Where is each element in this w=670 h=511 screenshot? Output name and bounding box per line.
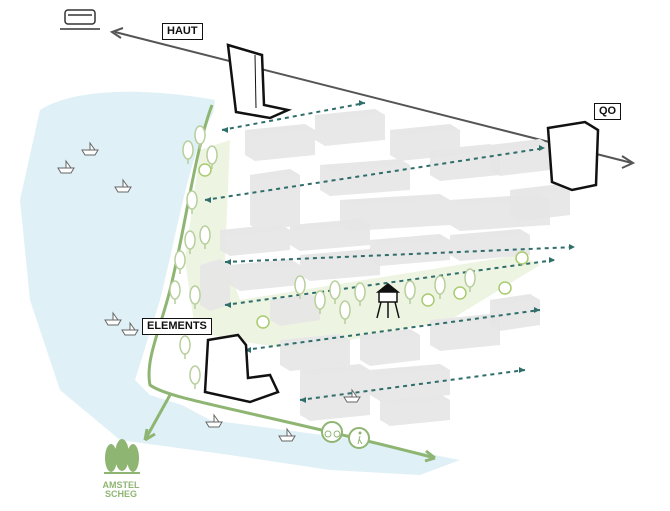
boat-icon bbox=[121, 321, 139, 336]
dashed-arrow bbox=[204, 147, 546, 201]
arrow-head bbox=[549, 257, 555, 263]
building-block bbox=[510, 184, 570, 221]
round-tree-icon bbox=[421, 293, 435, 307]
building-block bbox=[370, 234, 450, 266]
round-tree-icon bbox=[515, 251, 529, 265]
boat-icon bbox=[114, 178, 132, 193]
trees bbox=[169, 125, 529, 389]
tree-icon bbox=[182, 140, 194, 160]
tree-icon bbox=[189, 285, 201, 305]
building-block bbox=[320, 159, 410, 196]
label-elements: ELEMENTS bbox=[142, 318, 212, 335]
tree-icon bbox=[179, 335, 191, 355]
tree-icon bbox=[186, 190, 198, 210]
connection-arrows bbox=[204, 100, 576, 403]
tree-icon bbox=[169, 280, 181, 300]
arrow-head bbox=[225, 302, 231, 308]
arrow-head bbox=[519, 367, 525, 373]
boat-icon bbox=[278, 427, 296, 442]
amstel-scheg-icon bbox=[104, 439, 140, 474]
building-block bbox=[280, 334, 350, 371]
arrow-head bbox=[300, 397, 306, 403]
dashed-arrow bbox=[224, 246, 576, 263]
building-block bbox=[430, 144, 500, 181]
tree-icon bbox=[184, 230, 196, 250]
dashed-arrow bbox=[299, 369, 526, 401]
tree-icon bbox=[194, 125, 206, 145]
building-block bbox=[370, 364, 450, 401]
boat-icon bbox=[57, 159, 75, 174]
building-block bbox=[220, 224, 290, 256]
elements-building bbox=[203, 333, 280, 404]
tree-icon bbox=[339, 300, 351, 320]
arrow-head bbox=[225, 259, 231, 265]
round-tree-icon bbox=[198, 163, 212, 177]
amstel-scheg-line1: AMSTEL bbox=[102, 480, 140, 490]
building-block bbox=[245, 124, 315, 161]
building-block bbox=[315, 109, 385, 146]
tree-icon bbox=[294, 275, 306, 295]
arrow-head bbox=[359, 100, 365, 106]
building-block bbox=[430, 314, 500, 351]
round-tree-icon bbox=[453, 286, 467, 300]
building-block bbox=[230, 259, 300, 291]
building-block bbox=[450, 229, 530, 261]
rail-line bbox=[109, 27, 636, 169]
boats bbox=[57, 141, 361, 442]
dashed-arrow bbox=[221, 102, 366, 131]
tree-icon bbox=[329, 280, 341, 300]
boat-icon bbox=[205, 413, 223, 428]
tree-icon bbox=[464, 268, 476, 288]
haut-building bbox=[226, 43, 293, 120]
tree-icon bbox=[404, 280, 416, 300]
round-tree-icon bbox=[498, 281, 512, 295]
boat-icon bbox=[81, 141, 99, 156]
bicycle-icon[interactable] bbox=[321, 421, 343, 443]
train-icon bbox=[60, 9, 100, 30]
building-block bbox=[490, 139, 550, 176]
boat-icon bbox=[104, 311, 122, 326]
arrow-head bbox=[245, 347, 251, 353]
building-block bbox=[360, 329, 420, 366]
arrow-head bbox=[569, 244, 575, 250]
building-block bbox=[270, 294, 320, 326]
boat-icon bbox=[343, 388, 361, 403]
label-haut: HAUT bbox=[162, 23, 203, 40]
dashed-arrow bbox=[244, 309, 541, 351]
amstel-scheg-line2: SCHEG bbox=[104, 489, 137, 499]
building-block bbox=[380, 394, 450, 426]
building-block bbox=[340, 194, 450, 231]
building-block bbox=[300, 249, 380, 281]
tree-icon bbox=[189, 365, 201, 385]
qo-building bbox=[546, 120, 600, 192]
amstel-scheg-label: AMSTEL SCHEG bbox=[98, 481, 144, 499]
tree-icon bbox=[174, 250, 186, 270]
water-tower-icon bbox=[375, 283, 401, 319]
tree-icon bbox=[206, 145, 218, 165]
arrow-head bbox=[222, 127, 228, 133]
tree-icon bbox=[354, 282, 366, 302]
arrow-head bbox=[539, 145, 545, 151]
building-block bbox=[200, 259, 230, 311]
label-qo: QO bbox=[594, 103, 622, 120]
arrow-head bbox=[205, 197, 211, 203]
tree-icon bbox=[199, 225, 211, 245]
pedestrian-icon[interactable] bbox=[348, 427, 370, 449]
arrow-head bbox=[534, 307, 540, 313]
round-tree-icon bbox=[256, 315, 270, 329]
tree-icon bbox=[314, 290, 326, 310]
building-block bbox=[250, 169, 300, 231]
tree-icon bbox=[434, 275, 446, 295]
